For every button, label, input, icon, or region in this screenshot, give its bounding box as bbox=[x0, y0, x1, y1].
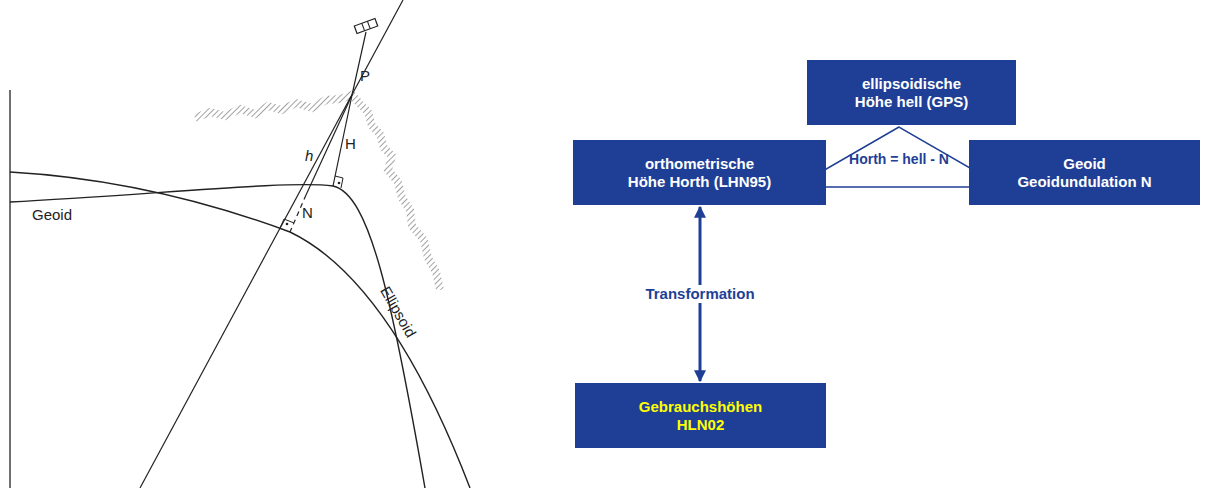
right-angle-mark bbox=[335, 176, 343, 188]
satellite-line bbox=[352, 32, 366, 95]
ellipsoid-curve bbox=[10, 172, 470, 488]
satellite-symbol bbox=[354, 18, 377, 33]
node-text: Gebrauchshöhen HLN02 bbox=[631, 398, 771, 434]
right-angle-dot bbox=[338, 182, 341, 185]
point-label: P bbox=[360, 68, 370, 84]
edge-label: Transformation bbox=[642, 285, 757, 303]
geoid-curve bbox=[10, 185, 425, 488]
sight-line bbox=[140, 0, 403, 488]
surface-label: Ellipsoid bbox=[377, 284, 419, 340]
node-text: Horth = hell - N bbox=[849, 150, 949, 168]
terrain-surface bbox=[195, 95, 440, 290]
height-symbol: h bbox=[305, 148, 313, 164]
height-box: Gebrauchshöhen HLN02 bbox=[575, 383, 826, 448]
frame-line bbox=[9, 90, 10, 488]
geoid-box: Geoid Geoidundulation N bbox=[969, 140, 1200, 205]
height-box: ellipsoidische Höhe hell (GPS) bbox=[807, 60, 1016, 125]
node-text: orthometrische Höhe Horth (LHN95) bbox=[625, 155, 775, 191]
height-symbol: H bbox=[345, 136, 356, 152]
node-text: Geoid Geoidundulation N bbox=[1010, 155, 1160, 191]
height-symbol: N bbox=[302, 205, 313, 221]
height-box: orthometrische Höhe Horth (LHN95) bbox=[573, 140, 826, 205]
node-text: ellipsoidische Höhe hell (GPS) bbox=[844, 75, 979, 111]
surface-label: Geoid bbox=[32, 207, 72, 223]
right-angle-mark bbox=[280, 219, 294, 228]
right-angle-dot bbox=[286, 223, 289, 226]
